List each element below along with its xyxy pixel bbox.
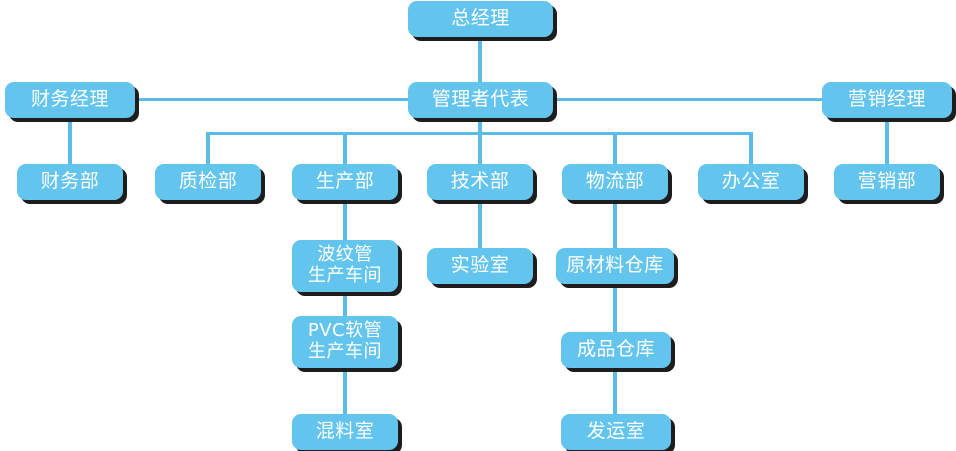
node-label-office: 办公室 [721,170,781,193]
connector-log-up [613,132,617,164]
connector-prod-to-corr [343,200,347,240]
node-label-finance-manager: 财务经理 [30,88,109,111]
node-general-manager[interactable]: 总经理 [408,1,553,37]
connector-finished-to-ship [613,368,617,414]
node-laboratory[interactable]: 实验室 [427,248,533,284]
connector-marketing-mgr-down [885,118,889,164]
node-pvc-hose-workshop[interactable]: PVC软管 生产车间 [292,316,398,368]
node-finance-manager[interactable]: 财务经理 [5,82,135,118]
connector-raw-to-finished [613,284,617,332]
node-office[interactable]: 办公室 [698,164,804,200]
node-marketing-manager[interactable]: 营销经理 [822,82,952,118]
node-label-corrugated-pipe-workshop: 波纹管 生产车间 [308,244,382,286]
connector-pvc-to-mixing [343,368,347,414]
node-label-technology-dept: 技术部 [450,170,510,193]
node-shipping-room[interactable]: 发运室 [561,414,671,450]
connector-tech-to-lab [478,200,482,248]
connector-gm-down [478,37,482,83]
connector-finance-mgr-down [68,118,72,164]
connector-mgmt-rep-down [478,118,482,134]
node-label-pvc-hose-workshop: PVC软管 生产车间 [307,320,383,362]
node-marketing-dept[interactable]: 营销部 [834,164,940,200]
node-label-production-dept: 生产部 [315,170,375,193]
node-label-marketing-dept: 营销部 [857,170,917,193]
node-label-quality-inspection-dept: 质检部 [178,170,238,193]
node-label-raw-material-warehouse: 原材料仓库 [566,254,664,277]
node-label-general-manager: 总经理 [451,7,510,30]
node-quality-inspection-dept[interactable]: 质检部 [155,164,261,200]
connector-log-to-raw [613,200,617,248]
connector-tech-up [478,132,482,164]
connector-qi-up [206,132,210,164]
node-corrugated-pipe-workshop[interactable]: 波纹管 生产车间 [292,240,398,292]
node-production-dept[interactable]: 生产部 [292,164,398,200]
node-logistics-dept[interactable]: 物流部 [562,164,668,200]
node-label-management-rep: 管理者代表 [431,88,530,111]
node-label-marketing-manager: 营销经理 [847,88,926,111]
node-technology-dept[interactable]: 技术部 [427,164,533,200]
connector-corr-to-pvc [343,292,347,316]
node-label-laboratory: 实验室 [450,254,510,277]
connector-prod-up [343,132,347,164]
node-label-logistics-dept: 物流部 [585,170,645,193]
node-mixing-room[interactable]: 混料室 [292,414,398,450]
node-finished-goods-warehouse[interactable]: 成品仓库 [561,332,671,368]
node-finance-dept[interactable]: 财务部 [17,164,123,200]
node-raw-material-warehouse[interactable]: 原材料仓库 [556,248,674,284]
node-management-rep[interactable]: 管理者代表 [408,82,553,118]
connector-office-up [749,132,753,164]
node-label-finished-goods-warehouse: 成品仓库 [576,338,655,361]
node-label-shipping-room: 发运室 [586,420,646,443]
node-label-mixing-room: 混料室 [315,420,375,443]
node-label-finance-dept: 财务部 [40,170,100,193]
